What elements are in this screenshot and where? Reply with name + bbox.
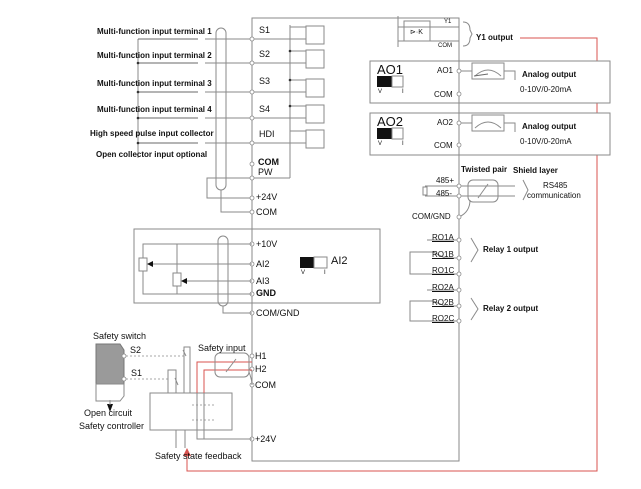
arrow-down-icon [107, 404, 113, 412]
ao1-terminal: AO1 [437, 66, 454, 75]
terminal-s4: S4 [259, 104, 271, 114]
ai2-switch[interactable] [300, 256, 328, 269]
label-input-terminal-2: Multi-function input terminal 2 [97, 51, 212, 60]
ao2-switch-v: V [378, 141, 383, 147]
optocouplers [252, 25, 325, 149]
safety-feedback-label: Safety state feedback [155, 451, 242, 461]
opto-hdi [252, 129, 325, 149]
terminal-hdi: HDI [259, 129, 275, 139]
terminal-s3: S3 [259, 76, 271, 86]
safety-input-label: Safety input [198, 343, 246, 353]
safety-input-shield [214, 352, 250, 378]
rs485-communication: communication [527, 191, 581, 200]
terminal-gnd: GND [256, 288, 276, 298]
svg-text:⊳·K: ⊳·K [410, 29, 423, 36]
y1-terminal: Y1 [444, 19, 452, 25]
feedback-arrow [183, 448, 191, 456]
y1-optocoupler: ⊳·K [397, 16, 459, 47]
terminal-plus10v: +10V [256, 239, 278, 249]
terminal-plus24v-2: +24V [255, 434, 277, 444]
input-wires [136, 38, 252, 145]
relay2-ro2a: RO2A [432, 283, 454, 292]
ao2-switch-i: I [402, 141, 404, 147]
rs485-com-gnd: COM/GND [412, 212, 451, 221]
ai2-switch-label: AI2 [331, 255, 348, 267]
ao1-switch-v: V [378, 89, 383, 95]
terminal-ai3: AI3 [256, 276, 270, 286]
relay2-ro2c: RO2C [432, 314, 455, 323]
label-input-terminal-1: Multi-function input terminal 1 [97, 27, 212, 36]
rs485-twisted-pair: Twisted pair [461, 165, 508, 174]
ao1-switch-i: I [402, 89, 404, 95]
y1-com: COM [438, 43, 452, 49]
analog-input-box [133, 228, 381, 304]
ao2-range: 0-10V/0-20mA [520, 137, 572, 146]
terminal-ai2: AI2 [256, 259, 270, 269]
potentiometer-ai3 [172, 272, 182, 287]
terminal-h2: H2 [255, 364, 267, 374]
relay2 [409, 287, 479, 324]
relay1-ro1b: RO1B [432, 250, 454, 259]
opto-s4 [252, 104, 325, 124]
safety-switch-s2: S2 [130, 345, 142, 355]
relay2-ro2b: RO2B [432, 298, 454, 307]
opto-s1 [252, 25, 325, 45]
ao2-terminal: AO2 [437, 118, 454, 127]
rs485-cable [422, 179, 529, 220]
ao2-com: COM [434, 141, 453, 150]
terminal-s2: S2 [259, 49, 271, 59]
ao1-range: 0-10V/0-20mA [520, 85, 572, 94]
rs485-minus: 485- [436, 189, 453, 198]
y1-brace [462, 21, 473, 47]
label-pulse-input: High speed pulse input collector [90, 129, 214, 138]
terminal-s1: S1 [259, 25, 271, 35]
potentiometer-ai2 [138, 257, 148, 272]
safety-controller [149, 392, 233, 431]
opto-s2 [252, 49, 325, 69]
relay1-ro1a: RO1A [432, 233, 454, 242]
terminal-com-2: COM [256, 207, 277, 217]
terminal-plus24v: +24V [256, 192, 278, 202]
safety-switch-s1: S1 [131, 368, 143, 378]
rs485-label: RS485 [543, 181, 568, 190]
ai2-switch-i: I [324, 270, 326, 276]
rs485-plus: 485+ [436, 176, 455, 185]
ao1-label: Analog output [522, 70, 577, 79]
label-input-terminal-3: Multi-function input terminal 3 [97, 79, 212, 88]
terminal-com-gnd: COM/GND [256, 308, 300, 318]
feedback-wire [186, 37, 598, 472]
label-input-terminal-4: Multi-function input terminal 4 [97, 105, 212, 114]
safety-switch-label: Safety switch [93, 331, 147, 341]
safety-controller-label: Safety controller [79, 421, 145, 431]
terminal-h1: H1 [255, 351, 267, 361]
ao1-title: AO1 [377, 62, 404, 77]
relay1 [409, 237, 479, 277]
terminal-com: COM [258, 157, 279, 167]
open-circuit-label: Open circuit [84, 408, 133, 418]
terminal-com-3: COM [255, 380, 276, 390]
relay1-ro1c: RO1C [432, 266, 455, 275]
ao2-label: Analog output [522, 122, 577, 131]
y1-output-label: Y1 output [476, 33, 513, 42]
terminal-pw: PW [258, 167, 273, 177]
label-open-collector: Open collector input optional [96, 150, 208, 159]
opto-s3 [252, 78, 325, 98]
rs485-shield-layer: Shield layer [513, 166, 558, 175]
ai2-switch-v: V [301, 270, 306, 276]
ao1-com: COM [434, 90, 453, 99]
ao2-title: AO2 [377, 114, 404, 129]
relay2-label: Relay 2 output [483, 304, 539, 313]
relay1-label: Relay 1 output [483, 245, 539, 254]
ao2-box [369, 112, 611, 156]
ao1-box [369, 60, 611, 104]
